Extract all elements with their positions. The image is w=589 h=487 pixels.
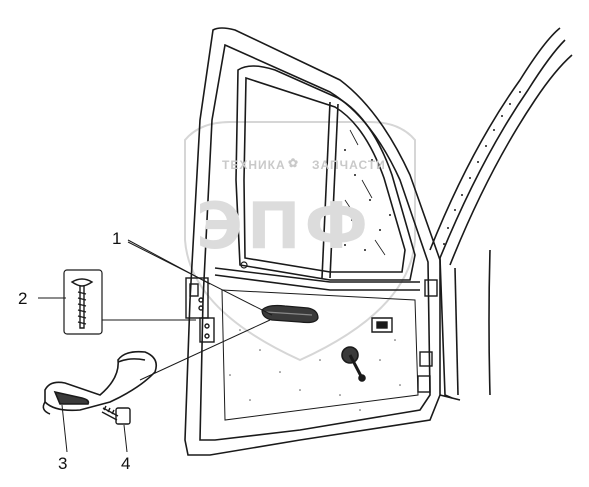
door-lock-striker [417,279,438,393]
leader-lines [38,239,273,453]
callout-1: 1 [112,229,122,248]
inner-door-handle [261,304,319,324]
leader-4 [123,424,128,453]
callout-4: 4 [121,454,131,473]
door-hinge-lower [199,317,215,343]
callout-3: 3 [58,454,68,473]
callout-2: 2 [18,289,28,308]
screw-part [70,278,94,329]
door-hinge-upper [185,277,209,319]
pillar-seal [443,91,521,245]
screw-inset-frame [63,269,103,335]
door-lock-button [371,317,393,333]
door-frame [184,27,441,456]
leader-1b [127,241,273,316]
watermark-gear-icon: ✿ [288,156,300,170]
handle-exploded [42,350,158,415]
leader-3 [61,404,68,453]
watermark-text-right: ЗАПЧАСТИ [312,158,386,172]
window-glass [344,129,391,256]
window-crank [341,346,366,382]
door-panel-knob [240,261,248,269]
leader-handle [139,319,271,381]
body-pillar [429,27,573,401]
watermark-shield [184,121,416,362]
bolt-part [101,405,131,425]
watermark-text-left: ТЕХНИКА [222,158,286,172]
door-panel-texture [229,329,401,411]
watermark-logo: ЭПФ [196,190,372,264]
